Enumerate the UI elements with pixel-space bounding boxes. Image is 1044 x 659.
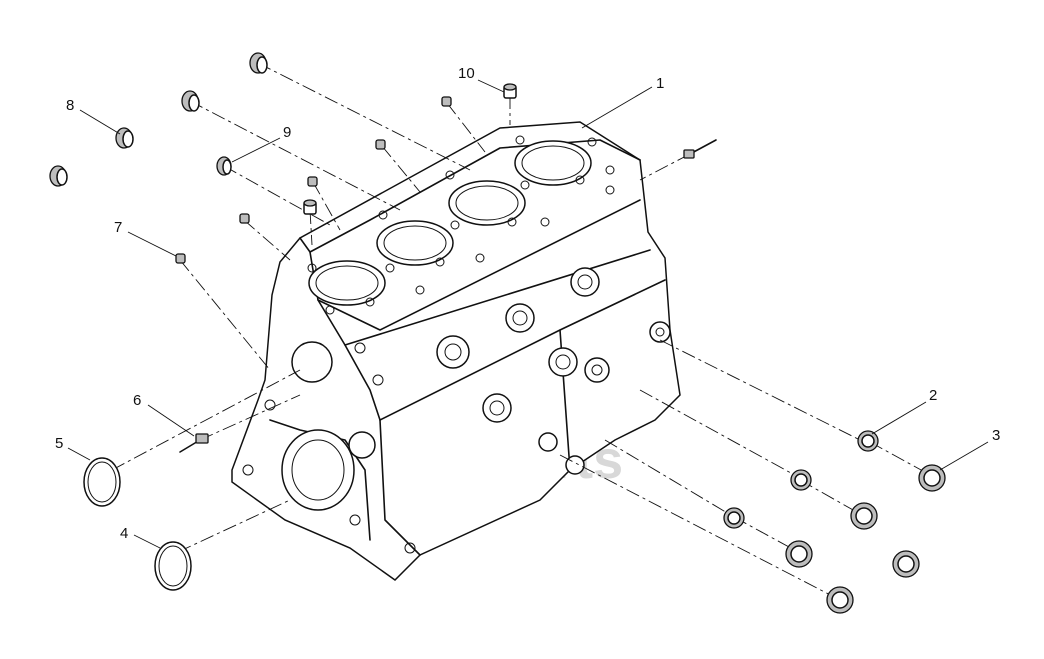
cylinder-bore-2 xyxy=(376,220,454,266)
plug-bottom[interactable] xyxy=(826,586,854,614)
sleeve-item-10[interactable] xyxy=(503,83,517,99)
callout-3[interactable]: 3 xyxy=(992,427,1000,444)
callout-4[interactable]: 4 xyxy=(120,525,128,542)
plug-row2-large[interactable] xyxy=(850,502,878,530)
crank-seal-bore xyxy=(281,429,355,511)
dowel-pin-a[interactable] xyxy=(375,139,386,150)
dowel-pin-b[interactable] xyxy=(441,96,452,107)
engine-block[interactable] xyxy=(231,121,681,581)
leader-lines xyxy=(67,79,989,549)
plug-upper-left-1[interactable] xyxy=(249,52,268,74)
cylinder-bore-4 xyxy=(514,140,592,186)
plug-bottom-right[interactable] xyxy=(892,550,920,578)
dowel-pin-c[interactable] xyxy=(307,176,318,187)
plug-item-2[interactable] xyxy=(857,430,879,452)
plug-upper-left-2[interactable] xyxy=(181,90,200,112)
plug-item-8[interactable] xyxy=(115,127,134,149)
plug-row3-large[interactable] xyxy=(785,540,813,568)
dowel-pin-item-7[interactable] xyxy=(175,253,186,264)
plug-far-left[interactable] xyxy=(49,165,68,187)
cylinder-bore-1 xyxy=(308,260,386,306)
callout-10[interactable]: 10 xyxy=(458,65,475,82)
alignment-lines xyxy=(111,62,933,601)
callout-9[interactable]: 9 xyxy=(283,124,291,141)
plug-row2-small[interactable] xyxy=(790,469,812,491)
bolt-item-6[interactable] xyxy=(179,433,209,453)
callout-5[interactable]: 5 xyxy=(55,435,63,452)
plug-row3-small[interactable] xyxy=(723,507,745,529)
callout-2[interactable]: 2 xyxy=(929,387,937,404)
cylinder-bore-3 xyxy=(448,180,526,226)
plug-item-9[interactable] xyxy=(216,156,232,176)
seal-ring-item-4[interactable] xyxy=(154,541,192,591)
dowel-pin-d[interactable] xyxy=(239,213,250,224)
callout-6[interactable]: 6 xyxy=(133,392,141,409)
callout-7[interactable]: 7 xyxy=(114,219,122,236)
seal-ring-item-5[interactable] xyxy=(83,457,121,507)
block-end-port xyxy=(291,341,333,383)
callout-8[interactable]: 8 xyxy=(66,97,74,114)
stud-bolt-right[interactable] xyxy=(683,139,717,159)
plug-item-3[interactable] xyxy=(918,464,946,492)
sleeve-lower[interactable] xyxy=(303,199,317,215)
callout-1[interactable]: 1 xyxy=(656,75,664,92)
